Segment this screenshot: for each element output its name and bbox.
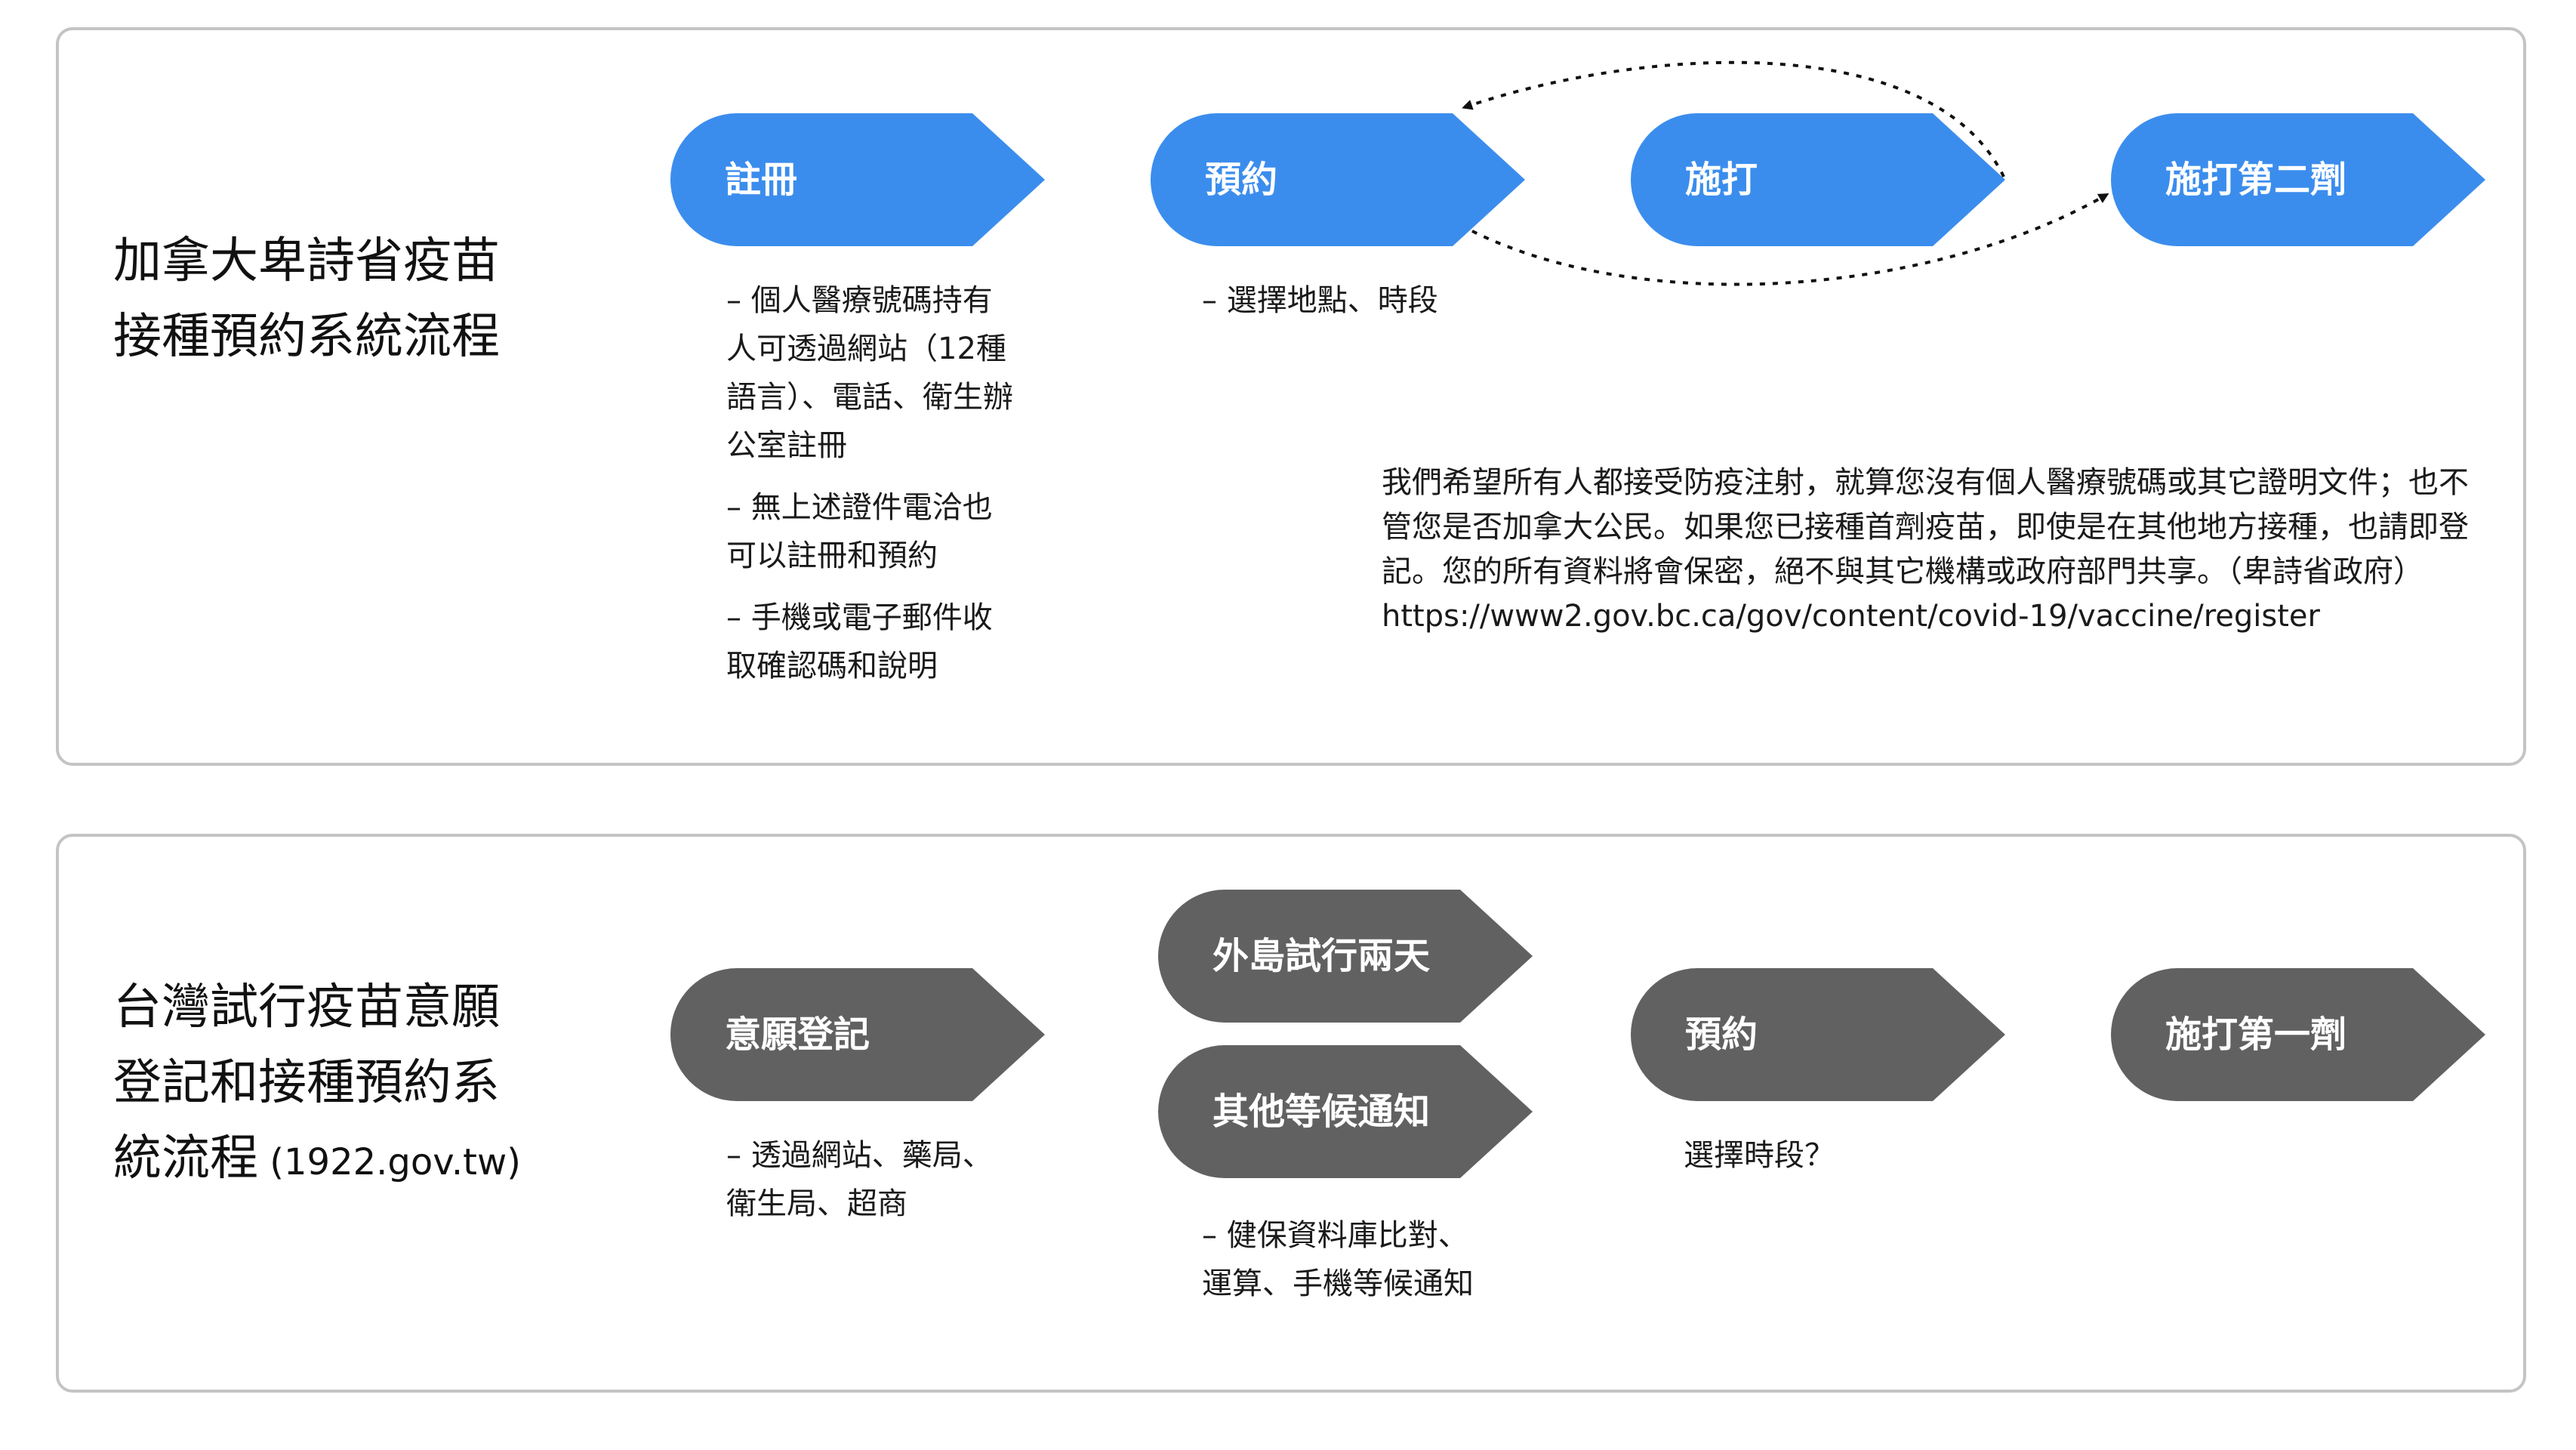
step-vaccinate: 施打 xyxy=(1631,113,2005,246)
step-first-dose-label: 施打第一劑 xyxy=(2165,1013,2347,1056)
step-wait-notice-shape xyxy=(1158,1045,1533,1178)
step-vaccinate-label: 施打 xyxy=(1685,159,1758,201)
policy-url[interactable]: https://www2.gov.bc.ca/gov/content/covid… xyxy=(1382,599,2320,634)
step-islands-trial-label: 外島試行兩天 xyxy=(1213,935,1431,977)
taiwan-title: 台灣試行疫苗意願 登記和接種預約系 統流程 (1922.gov.tw) xyxy=(113,970,521,1200)
step-booking-label: 預約 xyxy=(1205,159,1278,201)
step-register: 註冊 xyxy=(670,113,1045,246)
register-notes: – 個人醫療號碼持有人可透過網站（12種語言）、電話、衛生辦公室註冊 – 無上述… xyxy=(726,276,1021,704)
taiwan-title-line1: 台灣試行疫苗意願 xyxy=(113,980,500,1035)
step-tw-booking-shape xyxy=(1631,968,2005,1101)
booking-note: – 選擇地點、時段 xyxy=(1202,283,1438,318)
register-note-2: – 無上述證件電洽也可以註冊和預約 xyxy=(726,490,993,573)
step-first-dose-shape xyxy=(2111,968,2485,1101)
step-second-dose-label: 施打第二劑 xyxy=(2165,159,2347,201)
arrow-skip-to-second-dose xyxy=(1471,193,2109,286)
step-wait-notice: 其他等候通知 xyxy=(1158,1045,1533,1178)
tw-booking-note: 選擇時段？ xyxy=(1684,1138,1835,1173)
taiwan-title-site: (1922.gov.tw) xyxy=(258,1141,521,1183)
step-tw-booking: 預約 xyxy=(1631,968,2005,1101)
policy-text: 我們希望所有人都接受防疫注射，就算您沒有個人醫療號碼或其它證明文件；也不管您是否… xyxy=(1382,465,2469,589)
step-islands-trial: 外島試行兩天 xyxy=(1158,890,1533,1023)
taiwan-title-line3: 統流程 xyxy=(113,1131,258,1186)
taiwan-title-line2: 登記和接種預約系 xyxy=(113,1055,500,1111)
step-intent-register-shape xyxy=(670,968,1045,1101)
step-islands-trial-shape xyxy=(1158,890,1533,1023)
step-vaccinate-shape xyxy=(1631,113,2005,246)
intent-register-note: – 透過網站、藥局、衛生局、超商 xyxy=(726,1138,993,1221)
canada-title-line2: 接種預約系統流程 xyxy=(113,309,500,365)
step-second-dose: 施打第二劑 xyxy=(2111,113,2485,246)
step-wait-notice-label: 其他等候通知 xyxy=(1213,1091,1431,1133)
step-tw-booking-label: 預約 xyxy=(1685,1013,1758,1056)
step-intent-register-label: 意願登記 xyxy=(725,1013,870,1056)
policy-paragraph: 我們希望所有人都接受防疫注射，就算您沒有個人醫療號碼或其它證明文件；也不管您是否… xyxy=(1382,461,2469,639)
step-register-label: 註冊 xyxy=(725,159,798,201)
arrow-back-to-booking xyxy=(1462,60,2005,177)
canada-title-line1: 加拿大卑詩省疫苗 xyxy=(113,233,500,289)
step-register-shape xyxy=(670,113,1045,246)
step-booking-shape xyxy=(1151,113,1525,246)
canada-title: 加拿大卑詩省疫苗 接種預約系統流程 xyxy=(113,224,500,375)
step-intent-register: 意願登記 xyxy=(670,968,1045,1101)
register-note-3: – 手機或電子郵件收取確認碼和說明 xyxy=(726,600,993,683)
wait-notice-note: – 健保資料庫比對、運算、手機等候通知 xyxy=(1202,1218,1474,1301)
register-note-1: – 個人醫療號碼持有人可透過網站（12種語言）、電話、衛生辦公室註冊 xyxy=(726,283,1013,463)
step-second-dose-shape xyxy=(2111,113,2485,246)
step-first-dose: 施打第一劑 xyxy=(2111,968,2485,1101)
step-booking: 預約 xyxy=(1151,113,1525,246)
